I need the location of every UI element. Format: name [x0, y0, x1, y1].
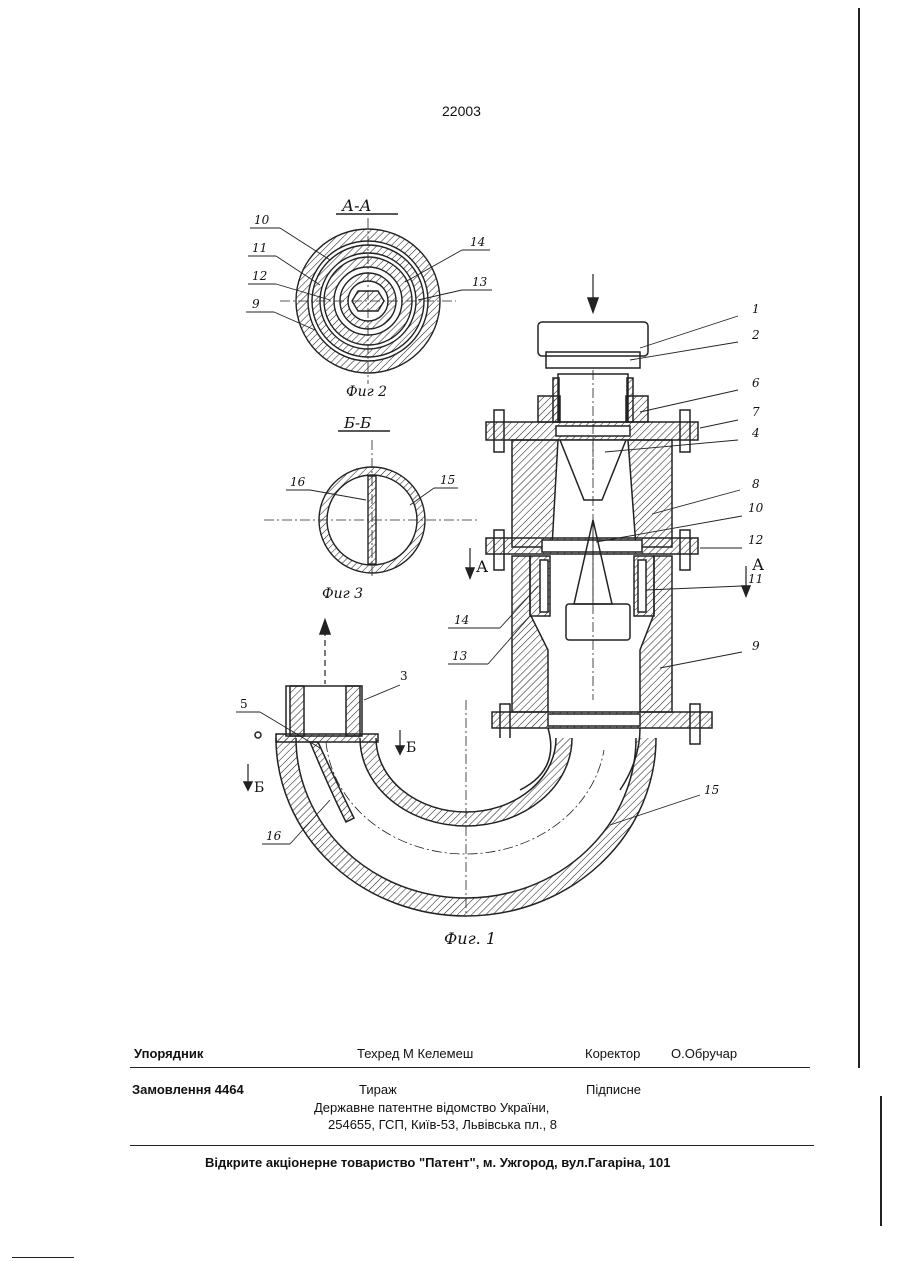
label-15-fig3: 15: [440, 473, 455, 487]
label-14: 14: [454, 613, 469, 627]
techred: Техред М Келемеш: [357, 1046, 473, 1061]
fig2-section-title: А-А: [341, 196, 372, 215]
label-4: 4: [751, 426, 760, 440]
fig1-caption: Фиг. 1: [444, 929, 496, 948]
label-6: 6: [752, 376, 760, 390]
divider: [130, 1067, 810, 1068]
label-9: 9: [752, 639, 760, 653]
label-5: 5: [240, 697, 248, 711]
label-7: 7: [752, 405, 760, 419]
label-10: 10: [748, 501, 764, 515]
label-13-fig2: 13: [472, 275, 488, 289]
publisher: Відкрите акціонерне товариство "Патент",…: [205, 1155, 671, 1170]
fig2-caption: Фиг 2: [346, 384, 387, 400]
label-15: 15: [704, 783, 719, 797]
label-10-fig2: 10: [254, 213, 270, 227]
fig3-caption: Фиг 3: [322, 586, 363, 602]
label-16: 16: [266, 829, 282, 843]
section-mark-b-left: Б: [254, 780, 264, 796]
label-3: 3: [400, 669, 408, 683]
fig2-section-aa: А-А: [246, 196, 492, 384]
patent-office: Державне патентне відомство України,: [314, 1100, 549, 1115]
fig1-assembly: [236, 274, 750, 916]
label-1: 1: [752, 302, 760, 316]
fig3-section-bb: Б-Б: [264, 414, 478, 578]
label-13: 13: [452, 649, 468, 663]
fig3-section-title: Б-Б: [343, 414, 371, 432]
section-mark-a-right: А: [752, 555, 764, 574]
label-12-fig2: 12: [252, 269, 267, 283]
label-12: 12: [748, 533, 763, 547]
scan-mark: [12, 1257, 74, 1258]
label-16-fig3: 16: [290, 475, 306, 489]
circulation: Тираж: [359, 1082, 397, 1097]
label-14-fig2: 14: [470, 235, 485, 249]
scan-edge-line: [858, 8, 860, 1068]
section-mark-a-left: А: [476, 557, 488, 576]
office-address: 254655, ГСП, Київ-53, Львівська пл., 8: [328, 1117, 557, 1132]
compiler-label: Упорядник: [134, 1046, 203, 1061]
label-2: 2: [751, 328, 760, 342]
label-9-fig2: 9: [252, 297, 260, 311]
label-11: 11: [748, 572, 763, 586]
scan-edge-line-lower: [880, 1096, 882, 1226]
label-8: 8: [752, 477, 760, 491]
corrector-label: Коректор: [585, 1046, 640, 1061]
divider: [130, 1145, 814, 1146]
corrector-name: О.Обручар: [671, 1046, 737, 1061]
label-11-fig2: 11: [252, 241, 267, 255]
order-number: Замовлення 4464: [132, 1082, 244, 1097]
signed: Підписне: [586, 1082, 641, 1097]
section-mark-b-right: Б: [406, 740, 416, 756]
technical-drawing: А-А 10 11 12 9 14 13 Фиг 2: [0, 0, 900, 1000]
